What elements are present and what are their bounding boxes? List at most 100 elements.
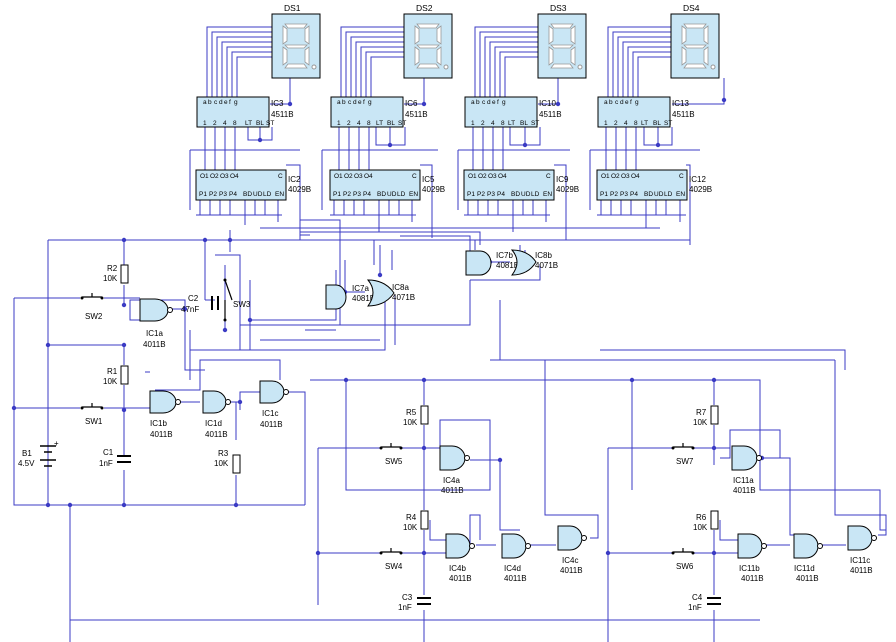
ic3-label: IC3 bbox=[271, 99, 284, 108]
svg-text:10K: 10K bbox=[693, 523, 708, 532]
svg-text:O1: O1 bbox=[601, 173, 610, 180]
svg-text:4011B: 4011B bbox=[560, 566, 583, 575]
gate-ic11d: IC11d 4011B bbox=[793, 533, 823, 583]
svg-text:ST: ST bbox=[664, 120, 672, 127]
switch-sw3: SW3 bbox=[223, 278, 251, 322]
resistor-r7: R7 10K bbox=[693, 405, 719, 427]
svg-text:SW4: SW4 bbox=[385, 562, 403, 571]
svg-text:10K: 10K bbox=[103, 274, 118, 283]
svg-text:C1: C1 bbox=[103, 448, 114, 457]
svg-text:O4: O4 bbox=[498, 173, 507, 180]
resistor-r2: R2 10K bbox=[103, 264, 129, 284]
svg-text:BL: BL bbox=[653, 120, 661, 127]
svg-text:4: 4 bbox=[357, 120, 361, 127]
svg-text:4011B: 4011B bbox=[143, 340, 166, 349]
svg-text:UD: UD bbox=[253, 191, 263, 198]
svg-text:P2: P2 bbox=[209, 191, 217, 198]
svg-text:IC7b: IC7b bbox=[496, 251, 513, 260]
svg-text:BD: BD bbox=[644, 191, 653, 198]
svg-text:IC4b: IC4b bbox=[449, 564, 466, 573]
switch-sw1: SW1 bbox=[80, 403, 104, 426]
gate-ic1d: IC1d 4011B bbox=[202, 390, 231, 439]
svg-text:g: g bbox=[635, 99, 639, 106]
gate-ic1b: IC1b 4011B bbox=[149, 390, 181, 439]
ic6-label: IC6 bbox=[405, 99, 418, 108]
svg-text:IC11c: IC11c bbox=[850, 556, 870, 565]
svg-text:IC1d: IC1d bbox=[205, 419, 222, 428]
svg-text:SW6: SW6 bbox=[676, 562, 694, 571]
svg-text:SW7: SW7 bbox=[676, 457, 694, 466]
svg-text:C: C bbox=[412, 173, 417, 180]
svg-text:O1: O1 bbox=[334, 173, 343, 180]
svg-text:P2: P2 bbox=[343, 191, 351, 198]
resistor-r5: R5 10K bbox=[403, 405, 429, 427]
svg-text:f: f bbox=[630, 99, 632, 106]
svg-text:ST: ST bbox=[398, 120, 406, 127]
ic9-label: IC9 bbox=[556, 175, 569, 184]
svg-text:O1: O1 bbox=[468, 173, 477, 180]
svg-text:P3: P3 bbox=[219, 191, 227, 198]
svg-text:BL: BL bbox=[256, 120, 264, 127]
ic5-type: 4029B bbox=[422, 185, 445, 194]
svg-text:2: 2 bbox=[347, 120, 351, 127]
gate-ic4d: IC4d 4011B bbox=[501, 533, 531, 583]
svg-text:BL: BL bbox=[387, 120, 395, 127]
svg-text:IC4c: IC4c bbox=[562, 556, 578, 565]
svg-text:LD: LD bbox=[263, 191, 272, 198]
svg-text:SW3: SW3 bbox=[233, 300, 251, 309]
svg-text:f: f bbox=[497, 99, 499, 106]
svg-text:IC4d: IC4d bbox=[504, 564, 521, 573]
ds1-label: DS1 bbox=[284, 3, 301, 13]
svg-text:f: f bbox=[229, 99, 231, 106]
ic10-type: 4511B bbox=[539, 110, 562, 119]
ic9-type: 4029B bbox=[556, 185, 579, 194]
svg-text:O4: O4 bbox=[631, 173, 640, 180]
svg-text:BD: BD bbox=[511, 191, 520, 198]
svg-text:10K: 10K bbox=[693, 418, 708, 427]
svg-text:B1: B1 bbox=[22, 449, 32, 458]
svg-text:R7: R7 bbox=[696, 408, 707, 417]
svg-text:LD: LD bbox=[664, 191, 673, 198]
svg-text:P3: P3 bbox=[620, 191, 628, 198]
svg-text:1nF: 1nF bbox=[398, 603, 412, 612]
switch-sw4: SW4 bbox=[379, 548, 403, 571]
svg-text:P4: P4 bbox=[229, 191, 237, 198]
svg-text:O3: O3 bbox=[220, 173, 229, 180]
svg-text:P1: P1 bbox=[467, 191, 475, 198]
svg-text:UD: UD bbox=[521, 191, 531, 198]
ic12-type: 4029B bbox=[689, 185, 712, 194]
svg-text:e: e bbox=[224, 99, 228, 106]
ic12-label: IC12 bbox=[689, 175, 706, 184]
gate-ic1a: IC1a 4011B bbox=[139, 298, 173, 349]
svg-text:O3: O3 bbox=[488, 173, 497, 180]
gate-ic4c: IC4c 4011B bbox=[557, 525, 587, 575]
resistor-r6: R6 10K bbox=[693, 510, 719, 532]
ic2-type: 4029B bbox=[288, 185, 311, 194]
svg-text:SW1: SW1 bbox=[85, 417, 103, 426]
svg-text:IC4a: IC4a bbox=[443, 476, 460, 485]
display-ds4: DS4 bbox=[670, 3, 720, 79]
svg-text:a: a bbox=[471, 99, 475, 106]
svg-text:P1: P1 bbox=[600, 191, 608, 198]
svg-text:IC8a: IC8a bbox=[392, 283, 409, 292]
svg-text:R1: R1 bbox=[107, 367, 118, 376]
svg-text:ST: ST bbox=[531, 120, 539, 127]
svg-text:4011B: 4011B bbox=[205, 430, 228, 439]
svg-text:4011B: 4011B bbox=[260, 420, 283, 429]
resistor-r1: R1 10K bbox=[103, 365, 129, 386]
svg-text:EN: EN bbox=[275, 191, 284, 198]
svg-text:4011B: 4011B bbox=[741, 574, 764, 583]
svg-text:1: 1 bbox=[203, 120, 207, 127]
gate-ic1c: IC1c 4011B bbox=[259, 380, 289, 429]
svg-text:O4: O4 bbox=[364, 173, 373, 180]
svg-text:C4: C4 bbox=[692, 593, 703, 602]
resistor-r4: R4 10K bbox=[403, 510, 429, 532]
svg-text:e: e bbox=[625, 99, 629, 106]
svg-text:4011B: 4011B bbox=[733, 486, 756, 495]
svg-text:4071B: 4071B bbox=[392, 293, 415, 302]
switch-sw6: SW6 bbox=[671, 548, 695, 571]
svg-text:LD: LD bbox=[531, 191, 540, 198]
